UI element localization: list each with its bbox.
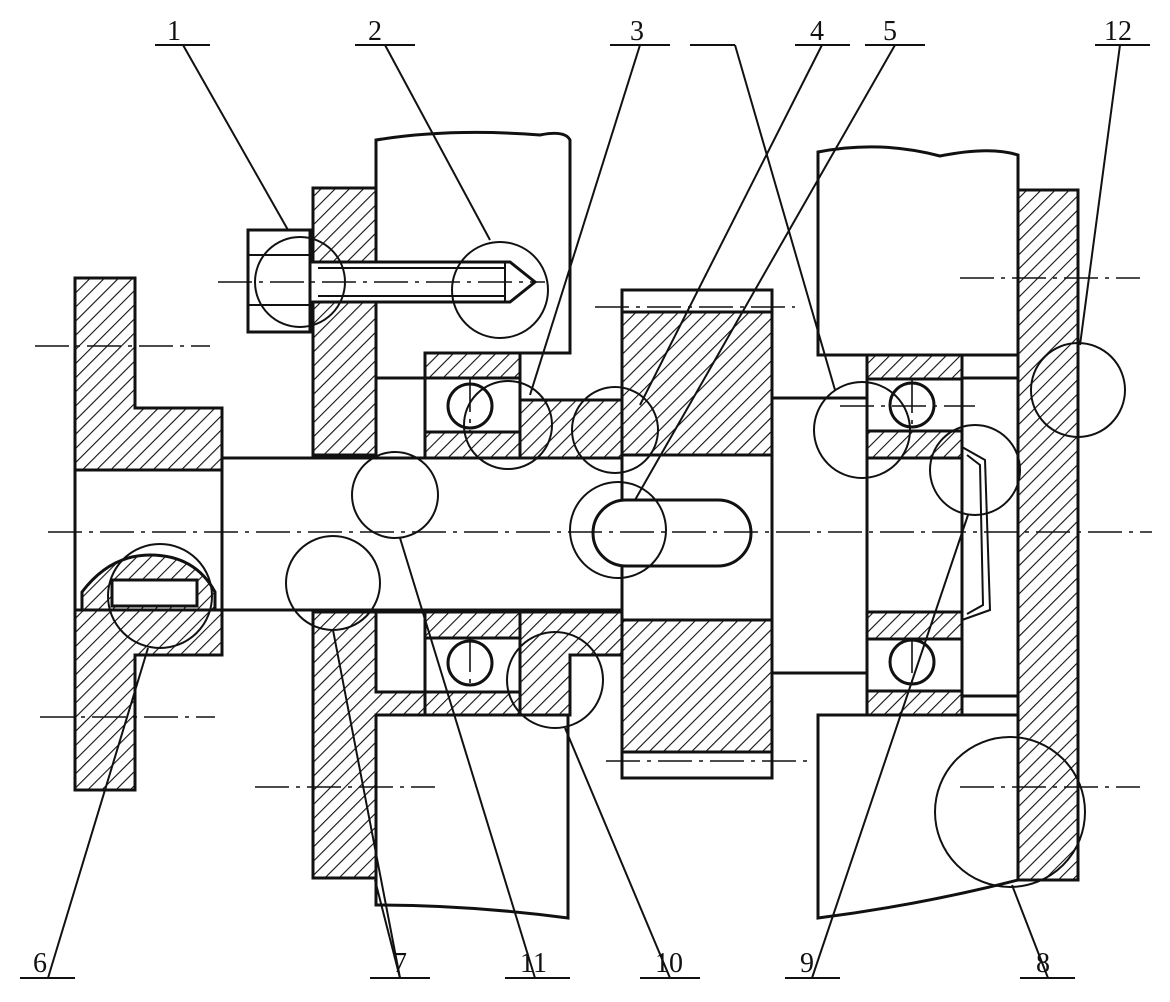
callout-5: 5 (883, 16, 897, 47)
bolt (246, 228, 538, 334)
callout-7: 7 (393, 948, 407, 979)
keyway-slot (591, 498, 753, 568)
left-housing (311, 130, 572, 920)
callout-labels: 1 2 3 4 5 12 6 7 11 10 9 8 (33, 16, 1132, 979)
gear (620, 288, 774, 780)
callout-11: 11 (520, 948, 547, 979)
callout-4: 4 (810, 16, 824, 47)
callout-6: 6 (33, 948, 47, 979)
callout-1: 1 (167, 16, 181, 47)
callout-9: 9 (800, 948, 814, 979)
leader-lines (20, 44, 1150, 979)
left-flange (73, 276, 227, 792)
callout-2: 2 (368, 16, 382, 47)
flange-key (110, 578, 199, 608)
center-lines (35, 277, 1152, 788)
callout-12: 12 (1104, 16, 1132, 47)
callout-8: 8 (1036, 948, 1050, 979)
left-bearing (423, 351, 624, 717)
callout-10: 10 (655, 948, 683, 979)
callout-3: 3 (630, 16, 644, 47)
